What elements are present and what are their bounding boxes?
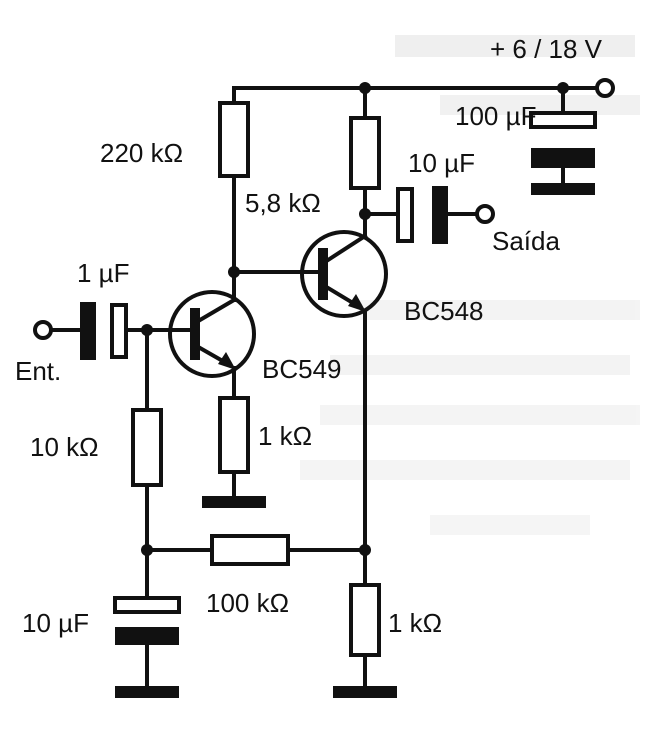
output-terminal xyxy=(475,204,495,224)
resistor-220k-label: 220 kΩ xyxy=(100,138,183,168)
junctions xyxy=(141,82,569,556)
input-capacitor-label: 1 µF xyxy=(77,258,130,288)
q2-part-label: BC548 xyxy=(404,296,484,326)
capacitor-bypass xyxy=(113,596,181,645)
resistor-1k-q2-label: 1 kΩ xyxy=(388,608,442,638)
supply-capacitor-label: 100 µF xyxy=(455,101,536,131)
resistor-100k-label: 100 kΩ xyxy=(206,588,289,618)
input-terminal xyxy=(33,320,53,340)
bypass-capacitor-label: 10 µF xyxy=(22,608,89,638)
supply-voltage-label: + 6 / 18 V xyxy=(490,34,603,64)
transistor-q2 xyxy=(300,230,388,318)
ground-bypass-cap xyxy=(115,686,179,698)
input-terminal-label: Ent. xyxy=(15,356,61,386)
resistor-100k xyxy=(210,534,290,566)
resistor-1k-q2 xyxy=(349,583,381,657)
bleed-through-text xyxy=(300,35,640,535)
capacitor-input xyxy=(80,302,128,360)
ground-q1-emitter xyxy=(202,496,266,508)
resistor-1k-q1 xyxy=(218,396,250,474)
supply-terminal xyxy=(595,78,615,98)
capacitor-output xyxy=(396,186,448,244)
q1-part-label: BC549 xyxy=(262,354,342,384)
output-capacitor-label: 10 µF xyxy=(408,148,475,178)
resistor-220k xyxy=(218,101,250,178)
ground-supply-cap xyxy=(531,183,595,195)
resistor-5k8-label: 5,8 kΩ xyxy=(245,188,321,218)
resistor-1k-q1-label: 1 kΩ xyxy=(258,421,312,451)
resistor-5k8 xyxy=(349,116,381,190)
resistor-10k-label: 10 kΩ xyxy=(30,432,99,462)
ground-q2-emitter xyxy=(333,686,397,698)
transistor-q1 xyxy=(168,290,256,378)
resistor-10k xyxy=(131,408,163,487)
capacitor-supply xyxy=(529,111,597,168)
output-terminal-label: Saída xyxy=(492,226,560,256)
wiring xyxy=(48,86,600,690)
